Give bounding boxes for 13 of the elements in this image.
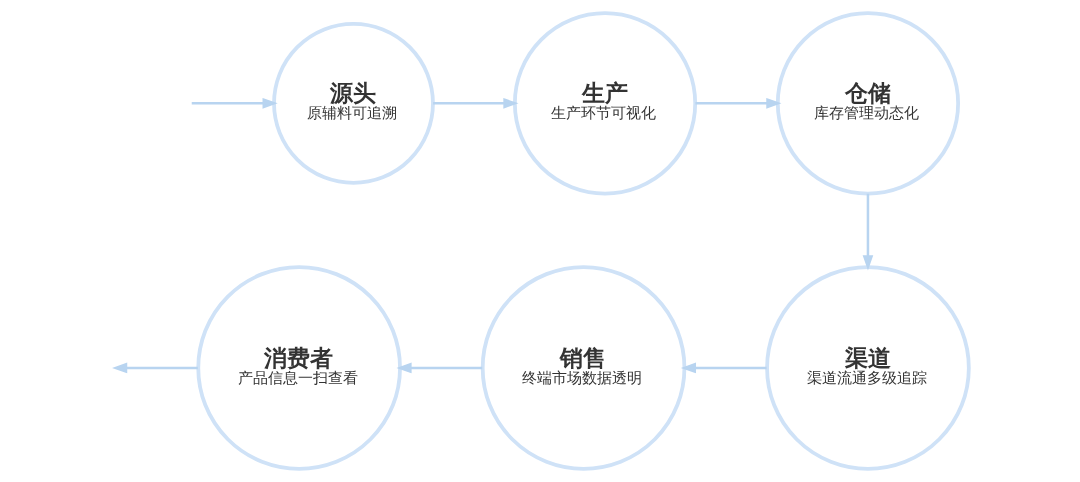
- arrow: [862, 193, 874, 271]
- arrow: [396, 362, 483, 374]
- node-circle: 渠道 渠道流通多级追踪: [765, 265, 971, 471]
- node-circle: 销售 终端市场数据透明: [480, 265, 687, 471]
- node-circle: 仓储 库存管理动态化: [775, 11, 960, 196]
- node-circle: 消费者 产品信息一扫查看: [196, 265, 402, 471]
- node-circle: 源头 原辅料可追溯: [272, 22, 435, 185]
- arrow: [680, 362, 767, 374]
- arrow: [112, 362, 198, 374]
- arrow: [695, 98, 782, 109]
- arrow: [191, 98, 278, 109]
- node-circle: 生产 生产环节可视化: [512, 11, 698, 196]
- arrow: [433, 98, 519, 109]
